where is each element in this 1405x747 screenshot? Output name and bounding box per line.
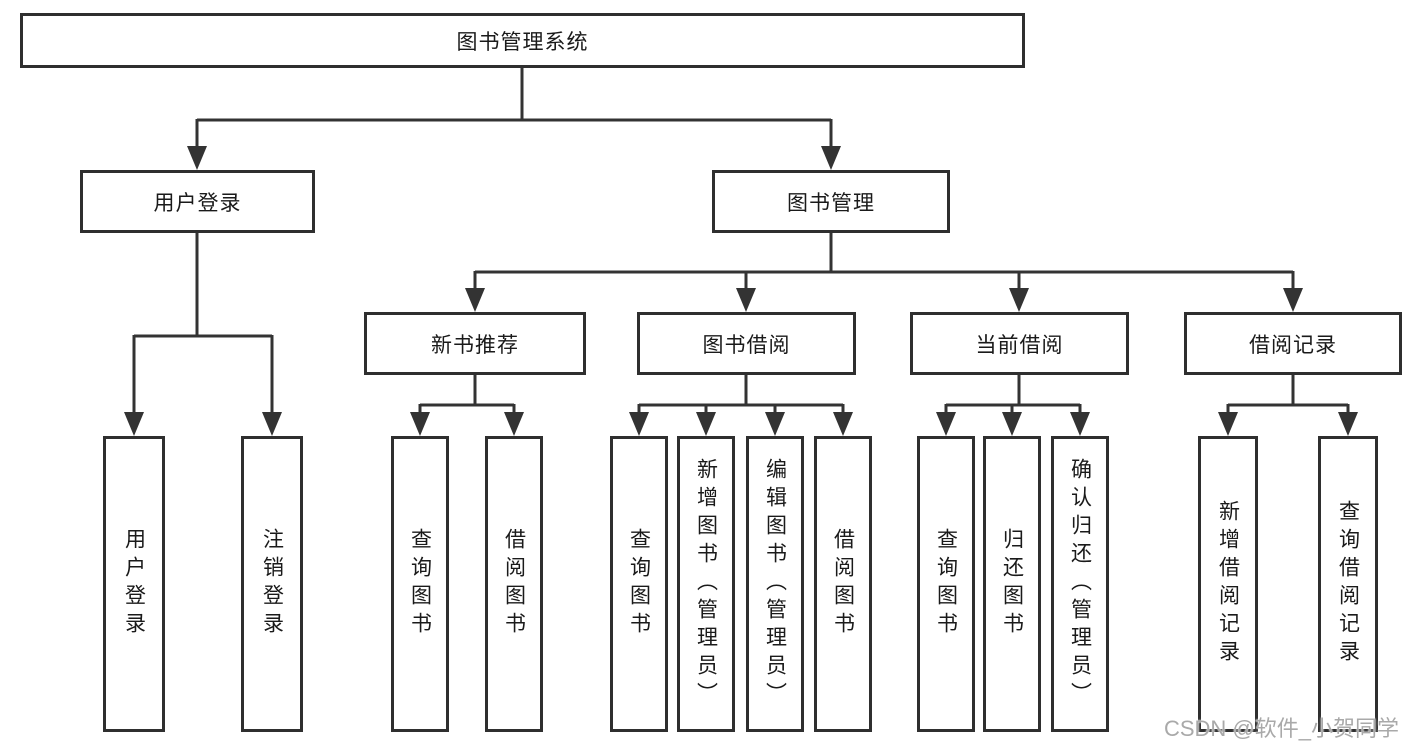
node-label: 图书管理系统 [456, 30, 589, 54]
node-label: 图书管理 [787, 191, 875, 215]
leaf-add-books-admin: 新增图书（管理员） [677, 436, 735, 732]
node-label: 编辑图书（管理员） [763, 458, 787, 710]
node-label: 用户登录 [153, 191, 242, 215]
leaf-logout: 注销登录 [241, 436, 303, 732]
csdn-watermark: CSDN @软件_小贺同学 [1163, 716, 1399, 741]
node-label: 借阅图书 [502, 528, 526, 640]
node-label: 注销登录 [260, 528, 284, 640]
leaf-borrow-books-recommend: 借阅图书 [485, 436, 543, 732]
leaf-query-books-recommend: 查询图书 [391, 436, 449, 732]
node-current-borrowing: 当前借阅 [910, 312, 1129, 375]
node-label: 新书推荐 [431, 333, 519, 357]
leaf-add-borrow-record: 新增借阅记录 [1198, 436, 1258, 732]
leaf-user-login: 用户登录 [103, 436, 165, 732]
node-label: 新增借阅记录 [1216, 500, 1240, 668]
node-label: 查询图书 [627, 528, 651, 640]
node-label: 借阅图书 [831, 528, 855, 640]
node-borrowing-records: 借阅记录 [1184, 312, 1402, 375]
node-label: 新增图书（管理员） [694, 458, 718, 710]
node-label: 查询图书 [408, 528, 432, 640]
leaf-confirm-return-admin: 确认归还（管理员） [1051, 436, 1109, 732]
node-label: 归还图书 [1000, 528, 1024, 640]
node-root-library-system: 图书管理系统 [20, 13, 1025, 68]
node-label: 图书借阅 [702, 333, 791, 357]
node-label: 确认归还（管理员） [1068, 458, 1092, 710]
leaf-query-borrow-record: 查询借阅记录 [1318, 436, 1378, 732]
node-label: 用户登录 [122, 528, 146, 640]
node-book-borrowing: 图书借阅 [637, 312, 856, 375]
node-label: 借阅记录 [1249, 333, 1337, 357]
leaf-borrow-books-borrow: 借阅图书 [814, 436, 872, 732]
node-label: 查询图书 [934, 528, 958, 640]
node-label: 当前借阅 [975, 333, 1064, 357]
node-label: 查询借阅记录 [1336, 500, 1360, 668]
leaf-return-books: 归还图书 [983, 436, 1041, 732]
node-new-book-recommend: 新书推荐 [364, 312, 586, 375]
leaf-edit-books-admin: 编辑图书（管理员） [746, 436, 804, 732]
node-book-management: 图书管理 [712, 170, 950, 233]
leaf-query-books-borrow: 查询图书 [610, 436, 668, 732]
node-user-login: 用户登录 [80, 170, 315, 233]
leaf-query-books-current: 查询图书 [917, 436, 975, 732]
